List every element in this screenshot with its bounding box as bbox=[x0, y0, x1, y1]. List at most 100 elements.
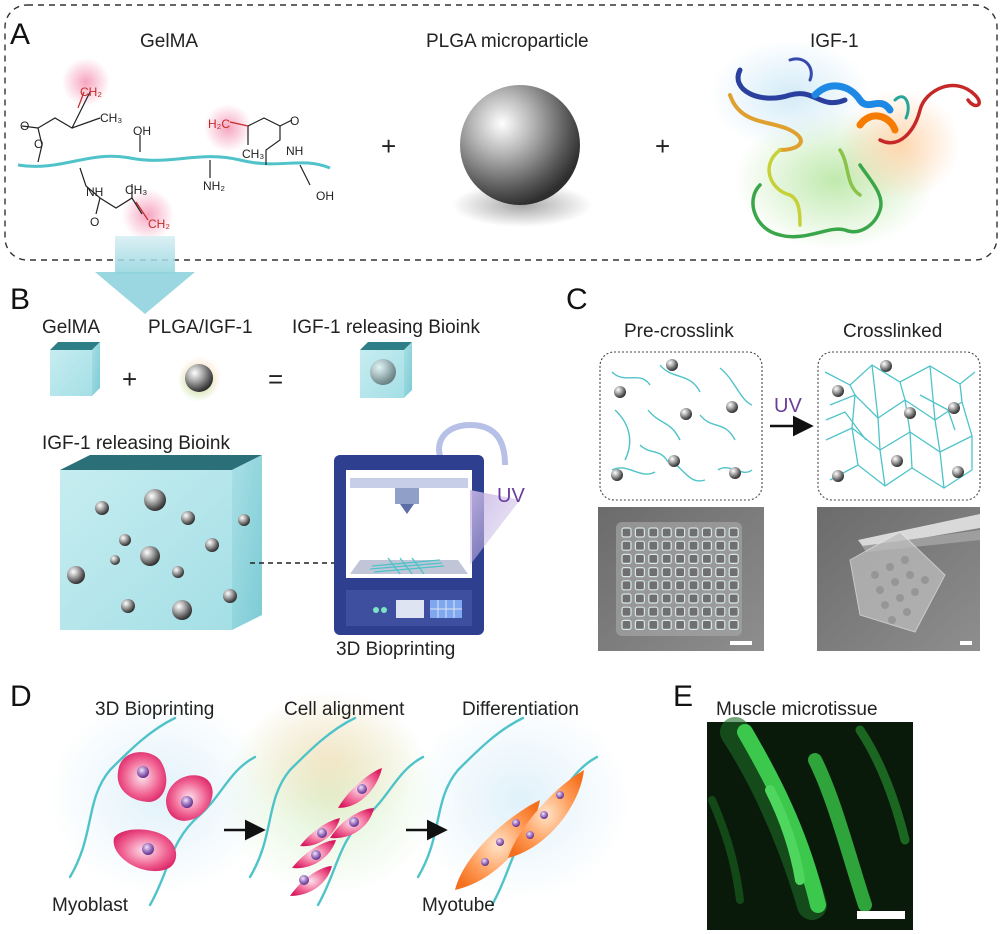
crosslinked-particles bbox=[832, 360, 964, 482]
grid-pore bbox=[688, 580, 699, 591]
panel-b bbox=[50, 342, 520, 635]
d-step3-label: Differentiation bbox=[462, 699, 579, 720]
grid-pore bbox=[634, 606, 646, 617]
grid-pore bbox=[621, 619, 632, 631]
grid-pore bbox=[701, 527, 713, 538]
gelma-cube-small bbox=[50, 342, 100, 396]
b-plga-igf-label: PLGA/IGF-1 bbox=[148, 317, 253, 338]
grid-pore bbox=[648, 553, 659, 565]
d-step2-label: Cell alignment bbox=[284, 699, 405, 720]
grid-pore bbox=[715, 619, 726, 631]
b-equals-sign: = bbox=[268, 364, 284, 394]
igf1-title: IGF-1 bbox=[810, 31, 859, 52]
down-arrow-a-to-b bbox=[95, 236, 195, 314]
b-plus-sign: + bbox=[122, 364, 138, 394]
bioink-cube-large bbox=[60, 455, 262, 630]
grid-pore bbox=[674, 540, 686, 551]
igf1-protein-ribbon bbox=[710, 40, 981, 250]
grid-pore bbox=[701, 619, 713, 631]
grid-pore bbox=[728, 580, 739, 591]
chem-nh-right: NH bbox=[286, 144, 304, 158]
chem-ch2-top: CH₂ bbox=[80, 85, 102, 99]
crosslinked-network bbox=[824, 364, 976, 489]
grid-pore bbox=[674, 553, 686, 565]
c-pre-crosslink-label: Pre-crosslink bbox=[624, 321, 734, 342]
aligned-cells bbox=[290, 768, 382, 896]
grid-pore bbox=[688, 566, 699, 578]
b-printer-label: 3D Bioprinting bbox=[336, 639, 456, 660]
grid-pore bbox=[674, 606, 686, 617]
grid-pore bbox=[648, 580, 659, 591]
grid-pore bbox=[715, 580, 726, 591]
grid-pore bbox=[661, 553, 672, 565]
chem-nh2: NH₂ bbox=[203, 179, 225, 193]
scale-bar-c2 bbox=[960, 641, 972, 645]
panel-letter-a: A bbox=[10, 18, 31, 51]
plus-sign-a2: + bbox=[655, 131, 671, 161]
b-gelma-label: GelMA bbox=[42, 317, 101, 338]
grid-pore bbox=[728, 527, 739, 538]
chem-ch3-right: CH₃ bbox=[242, 147, 265, 161]
scale-bar-c1 bbox=[730, 641, 752, 645]
plus-sign-a1: + bbox=[381, 131, 397, 161]
panel-letter-e: E bbox=[673, 680, 694, 713]
myotube-cells bbox=[455, 770, 584, 890]
plga-title: PLGA microparticle bbox=[426, 31, 589, 52]
d-myoblast-label: Myoblast bbox=[52, 895, 129, 916]
grid-pore bbox=[701, 566, 713, 578]
panel-d bbox=[50, 690, 630, 907]
grid-pore bbox=[674, 580, 686, 591]
grid-pore bbox=[688, 553, 699, 565]
grid-pore bbox=[688, 527, 699, 538]
grid-pore bbox=[648, 606, 659, 617]
grid-pore bbox=[648, 540, 659, 551]
grid-pore bbox=[621, 593, 632, 604]
gelma-title: GelMA bbox=[140, 31, 199, 52]
plga-sphere bbox=[460, 85, 580, 205]
e-title-label: Muscle microtissue bbox=[716, 699, 878, 720]
grid-pore bbox=[661, 580, 672, 591]
panel-letter-c: C bbox=[566, 283, 588, 316]
chem-o-bottom: O bbox=[90, 215, 100, 229]
bioink-cube-small bbox=[360, 342, 412, 398]
grid-pore bbox=[715, 566, 726, 578]
pre-crosslink-particles bbox=[611, 359, 741, 481]
grid-pore bbox=[688, 606, 699, 617]
grid-pore bbox=[728, 593, 739, 604]
crosslinked-box bbox=[817, 351, 981, 501]
c-uv-label: UV bbox=[774, 395, 802, 417]
chem-ch3-bottom: CH₃ bbox=[125, 183, 148, 197]
d-myotube-label: Myotube bbox=[422, 895, 495, 916]
grid-pore bbox=[661, 593, 672, 604]
grid-pore bbox=[661, 606, 672, 617]
grid-pore bbox=[715, 527, 726, 538]
grid-pore bbox=[621, 527, 632, 538]
grid-pore bbox=[674, 593, 686, 604]
grid-pore bbox=[621, 606, 632, 617]
bioprinter-illustration bbox=[334, 421, 520, 635]
b-bioink-label: IGF-1 releasing Bioink bbox=[292, 317, 480, 338]
grid-pore bbox=[661, 566, 672, 578]
grid-pore bbox=[634, 593, 646, 604]
grid-pore bbox=[728, 566, 739, 578]
embedded-microparticles bbox=[67, 489, 250, 620]
b-uv-label: UV bbox=[497, 485, 525, 507]
c-crosslinked-label: Crosslinked bbox=[843, 321, 943, 342]
grid-pore bbox=[621, 566, 632, 578]
grid-pore bbox=[688, 619, 699, 631]
muscle-fibers-fluorescence bbox=[708, 717, 910, 920]
grid-pore bbox=[634, 527, 646, 538]
grid-pore bbox=[701, 540, 713, 551]
chem-h2c-right: H₂C bbox=[208, 117, 230, 131]
grid-pore bbox=[634, 619, 646, 631]
grid-pore bbox=[634, 540, 646, 551]
scale-bar-e bbox=[857, 911, 905, 919]
grid-pore bbox=[648, 566, 659, 578]
chem-o-right: O bbox=[290, 114, 300, 128]
grid-pore bbox=[728, 553, 739, 565]
panel-letter-b: B bbox=[10, 283, 31, 316]
grid-pore bbox=[674, 619, 686, 631]
d-step1-label: 3D Bioprinting bbox=[95, 699, 215, 720]
chem-oh-mid: OH bbox=[133, 124, 151, 138]
grid-pore bbox=[701, 593, 713, 604]
